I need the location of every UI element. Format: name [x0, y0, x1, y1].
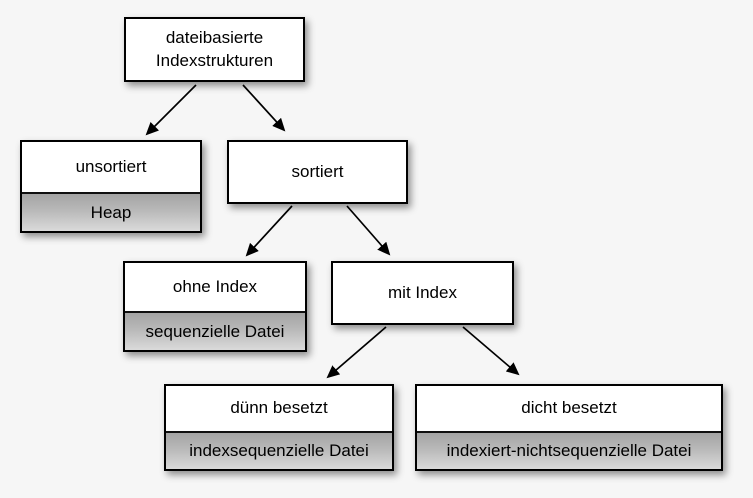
edge-root-sortiert	[242, 84, 286, 132]
node-root-label: dateibasierte Indexstrukturen	[155, 27, 274, 70]
node-ohne-index-sublabel: sequenzielle Datei	[125, 311, 305, 350]
node-unsortiert: unsortiert Heap	[20, 140, 202, 233]
node-ohne-index: ohne Index sequenzielle Datei	[123, 261, 307, 352]
node-dicht-besetzt: dicht besetzt indexiert-nichtsequenziell…	[415, 384, 723, 471]
node-root: dateibasierte Indexstrukturen	[124, 17, 305, 82]
node-duenn-besetzt-sublabel: indexsequenzielle Datei	[166, 431, 392, 469]
node-sortiert-label: sortiert	[291, 161, 344, 181]
node-ohne-index-label: ohne Index	[172, 276, 258, 296]
node-dicht-besetzt-sublabel: indexiert-nichtsequenzielle Datei	[417, 431, 721, 469]
node-duenn-besetzt-label: dünn besetzt	[230, 398, 328, 418]
edge-root-unsortiert	[145, 84, 197, 136]
node-unsortiert-sublabel: Heap	[22, 192, 200, 231]
node-unsortiert-label: unsortiert	[75, 156, 147, 176]
edge-mit-index-dicht-besetzt	[462, 326, 520, 376]
node-duenn-besetzt: dünn besetzt indexsequenzielle Datei	[164, 384, 394, 471]
node-sortiert: sortiert	[227, 140, 408, 204]
node-mit-index-label: mit Index	[388, 282, 457, 302]
edge-sortiert-ohne-index	[245, 205, 293, 257]
edge-sortiert-mit-index	[346, 205, 391, 256]
node-dicht-besetzt-label: dicht besetzt	[521, 398, 617, 418]
edge-mit-index-duenn-besetzt	[326, 326, 387, 379]
node-mit-index: mit Index	[331, 261, 514, 325]
